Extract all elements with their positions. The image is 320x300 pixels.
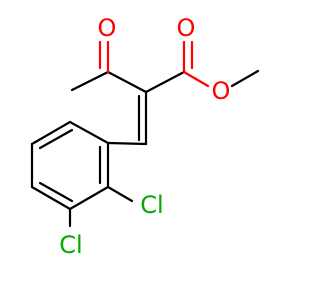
ketone-carbon-to-alpha-carbon-bond [106,70,148,94]
alpha-carbon-to-ester-carbon-bond [144,70,186,94]
atom-label-group: O O O Cl Cl [59,14,230,259]
ring-bond-4 [30,185,72,211]
ring-double-bond-inner-2 [38,181,74,203]
chlorine-3-label: Cl [59,231,82,259]
ring-bond-1 [68,120,110,145]
chlorine-bond-group [68,185,134,228]
ester-ether-oxygen-label: O [212,77,231,105]
c2-to-chlorine-bond [106,185,134,203]
molecule-structure: O O O Cl Cl [30,14,260,259]
methyl-to-ketone-carbon-bond [70,70,110,92]
ring-bond-5 [68,185,110,211]
oxygen-bond-group [98,40,210,88]
ring-double-bond-inner-1 [38,128,74,150]
vinyl-to-aromatic-ring-bond [106,141,148,146]
bond-group [30,69,260,211]
ester-carbonyl-oxygen-label: O [177,14,196,42]
ring-bond-2 [30,120,72,146]
ester-carbon-to-ether-oxygen-bond [182,70,210,88]
ester-oxygen-to-methyl-bond [230,69,260,88]
molecule-canvas: O O O Cl Cl [30,14,260,259]
ketone-oxygen-label: O [98,14,117,42]
chlorine-2-label: Cl [140,191,163,219]
